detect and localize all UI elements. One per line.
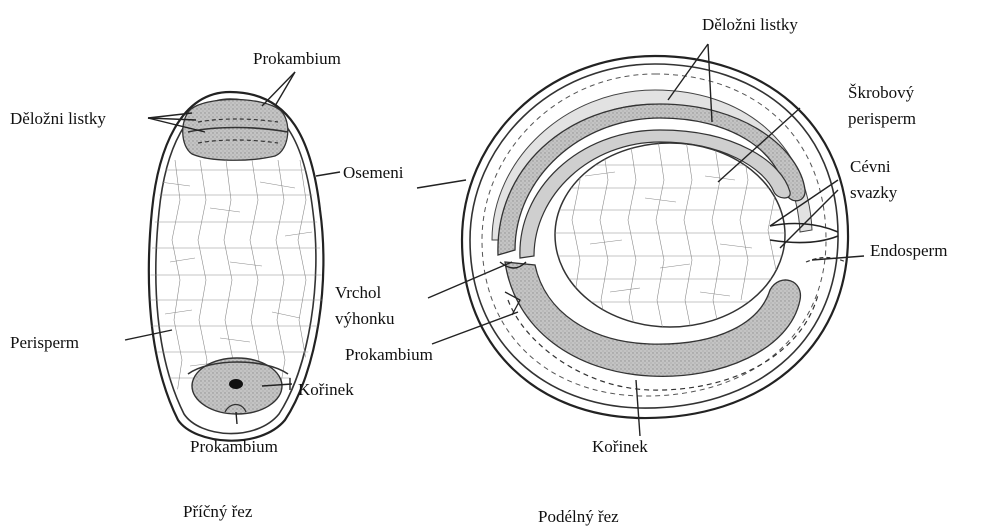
label-cevni-line2: svazky: [850, 183, 898, 202]
caption-cross-section: Příčný řez: [183, 502, 253, 521]
label-prokambium-right: Prokambium: [345, 345, 433, 364]
label-perisperm: Perisperm: [10, 333, 79, 352]
label-delozni-listky-left: Děložni listky: [10, 109, 106, 128]
label-osemeni: Osemeni: [343, 163, 404, 182]
label-skrobovy-line1: Škrobový: [848, 83, 915, 102]
label-cevni-line1: Cévni: [850, 157, 891, 176]
label-endosperm: Endosperm: [870, 241, 947, 260]
label-korinek-left: Kořinek: [298, 380, 354, 399]
caption-longitudinal-section: Podélný řez: [538, 507, 619, 526]
label-delozni-listky-right: Děložni listky: [702, 15, 798, 34]
label-prokambium-top: Prokambium: [253, 49, 341, 68]
label-vrchol-line1: Vrchol: [335, 283, 381, 302]
cross-radicle-core: [229, 379, 243, 389]
longitudinal-section-drawing: [417, 44, 864, 436]
label-vrchol-line2: výhonku: [335, 309, 395, 328]
label-prokambium-bottom: Prokambium: [190, 437, 278, 456]
label-skrobovy-line2: perisperm: [848, 109, 916, 128]
label-korinek-right: Kořinek: [592, 437, 648, 456]
